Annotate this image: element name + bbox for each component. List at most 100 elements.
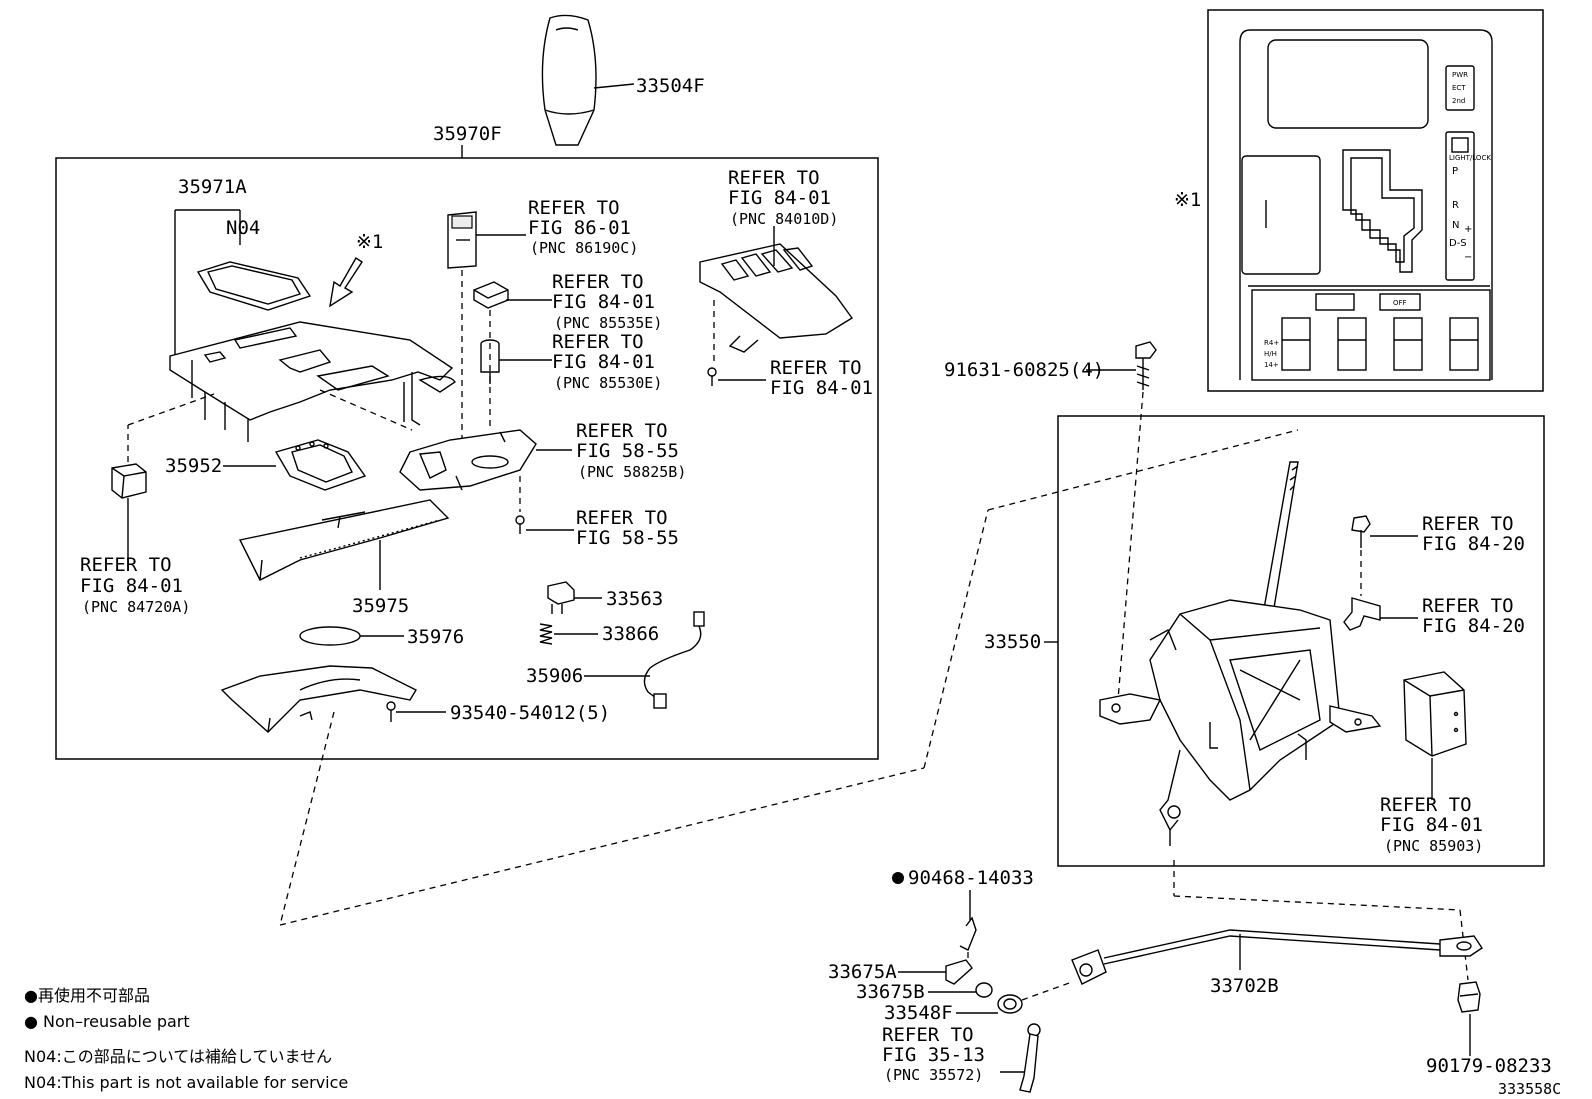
switch-panel-84010D [699,243,854,353]
inset-btn-pwr: PWR [1452,71,1468,79]
legend-jp-nonreusable: ●再使用不可部品 [24,986,150,1005]
ref-85530E-l1: REFER TO [552,331,644,353]
ref-86190C-l1: REFER TO [528,197,620,219]
ref-35572-l1: REFER TO [882,1024,974,1046]
ref-35572-l3: (PNC 35572) [884,1066,983,1084]
label-35975: 35975 [352,595,409,617]
ref-85903-l3: (PNC 85903) [1384,837,1483,855]
inset-frame [1207,9,1544,392]
ref-mark-inset: ※1 [1174,189,1201,211]
label-N04: N04 [226,217,260,239]
ref-58825B-l1: REFER TO [576,420,668,442]
ref-86190C-l2: FIG 86-01 [528,217,631,239]
legend-jp-n04: N04:この部品については補給していません [24,1047,332,1066]
ref-58825B-l3: (PNC 58825B) [578,463,686,481]
lower-panel [220,665,417,733]
inset-gear-p: P [1452,166,1458,177]
label-90468: 90468-14033 [908,867,1034,889]
ref-8420a-l2: FIG 84-20 [1422,533,1525,555]
slide-cover [238,499,450,581]
ref-8420b-l1: REFER TO [1422,595,1514,617]
shift-lever-assembly [1099,461,1382,846]
legend-en-n04: N04:This part is not available for servi… [24,1073,348,1092]
inset-gear-r: R [1452,200,1459,211]
ref-58825B-l2: FIG 58-55 [576,440,679,462]
control-cable-33702B [1071,929,1483,985]
n04-frame [196,261,312,311]
ref-84010D-l1: REFER TO [728,167,820,189]
bushing-33675B [975,982,993,998]
label-35970F: 35970F [433,123,502,145]
console-group-frame [55,157,879,760]
label-33550: 33550 [984,631,1041,653]
screw-93540 [386,701,396,722]
position-indicator [274,439,367,491]
label-33563: 33563 [606,588,663,610]
ref-85530E-l3: (PNC 85530E) [554,374,662,392]
ref-5855-l1: REFER TO [576,507,668,529]
ref-84720A-l2: FIG 84-01 [80,575,183,597]
ref-85903-l2: FIG 84-01 [1380,814,1483,836]
inset-btn-ect: ECT [1452,84,1466,92]
lever-35572 [1019,1023,1041,1093]
shift-panel-inset: PWR ECT 2nd LIGHT/LOCK P R N D-S + − OFF… [1239,29,1493,381]
indicator-housing [169,321,456,442]
ref-mark-1: ※1 [356,231,383,253]
label-91631: 91631-60825(4) [944,359,1104,381]
bushing-33675A [945,959,973,985]
ref-84010D-l3: (PNC 84010D) [730,210,838,228]
screw-84-20 [1351,515,1371,548]
ref-84-01-l2: FIG 84-01 [770,377,873,399]
label-33675A: 33675A [828,961,897,983]
ref-86190C-l3: (PNC 86190C) [530,239,638,257]
ref-85530E-l2: FIG 84-01 [552,351,655,373]
legend-en-nonreusable: ● Non–reusable part [24,1012,190,1031]
nonreusable-dot [892,872,904,884]
label-33702B: 33702B [1210,975,1279,997]
nut-90179 [1457,981,1481,1013]
ref-84-01-l1: REFER TO [770,357,862,379]
ref-84720A-l1: REFER TO [80,554,172,576]
label-35906: 35906 [526,665,583,687]
inset-left-small-2: H/H [1264,350,1277,358]
bracket-84-20 [1343,597,1381,631]
module-85903 [1403,671,1467,757]
ref-84010D-l2: FIG 84-01 [728,187,831,209]
label-90179: 90179-08233 [1426,1055,1552,1077]
ref-5855-l2: FIG 58-55 [576,527,679,549]
switch-86190C [447,211,477,269]
inset-off-label: OFF [1393,299,1407,307]
spring-33866 [539,623,553,645]
ref-85903-l1: REFER TO [1380,794,1472,816]
connector-84720A [111,463,147,499]
inset-left-small-1: R4+ [1264,339,1279,347]
bolt-91631 [1135,341,1157,390]
shift-knob [541,14,597,146]
bracket-58825B [399,429,537,491]
retainer-33548F [997,994,1023,1014]
inset-plus: + [1464,224,1472,235]
inset-btn-2nd: 2nd [1452,97,1465,105]
inset-gear-ds: D-S [1449,238,1467,249]
shift-lever-frame [1057,415,1545,867]
screw-58-55 [515,515,525,534]
label-33866: 33866 [602,623,659,645]
label-93540: 93540-54012(5) [450,702,610,724]
ref-85535E-l2: FIG 84-01 [552,291,655,313]
inset-gear-n: N [1452,220,1459,231]
inset-minus: − [1464,252,1472,263]
label-33548F: 33548F [884,1002,953,1024]
diagram-id: 333558C [1498,1080,1561,1098]
label-33504F: 33504F [636,75,705,97]
clip-90468 [959,916,977,951]
inset-left-small-3: 14+ [1264,361,1279,369]
switch-33563 [547,581,575,614]
disc-35976 [299,626,361,646]
ref-35572-l2: FIG 35-13 [882,1044,985,1066]
ref-85535E-l3: (PNC 85535E) [554,314,662,332]
wire-35906 [643,611,705,709]
ref-8420a-l1: REFER TO [1422,513,1514,535]
label-35952: 35952 [165,455,222,477]
label-35976: 35976 [407,626,464,648]
